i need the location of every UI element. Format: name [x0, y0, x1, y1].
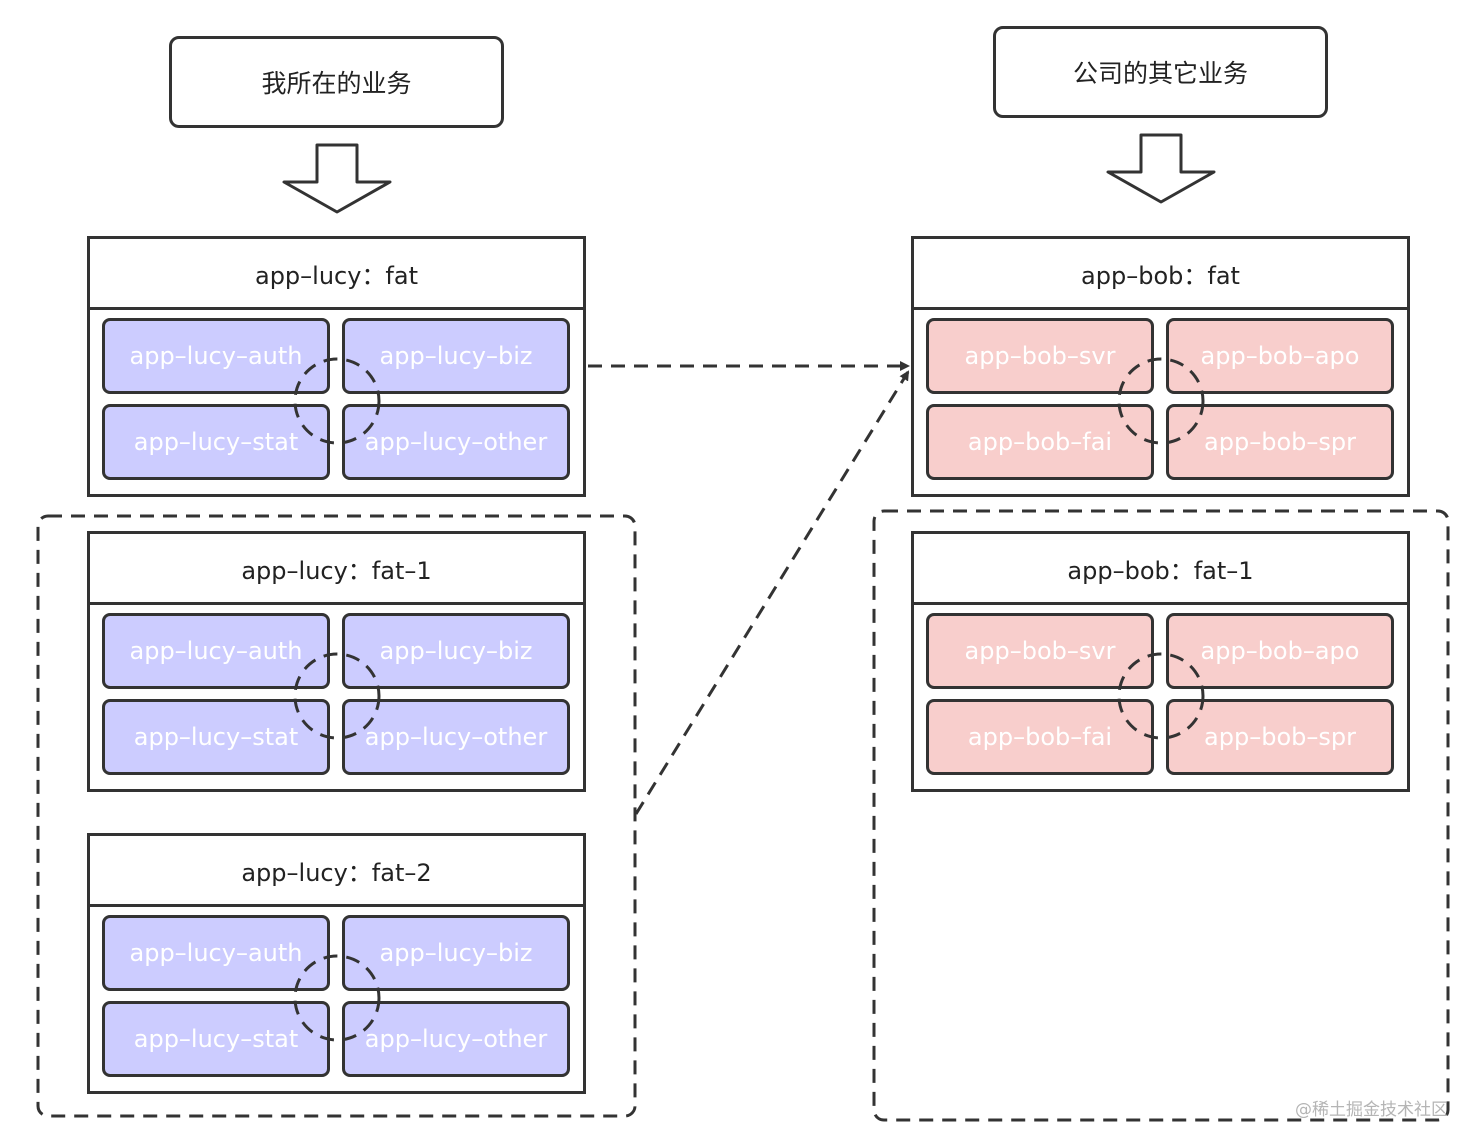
service-box: app–lucy–auth [102, 318, 330, 394]
watermark: @稀土掘金技术社区 [1295, 1100, 1448, 1120]
service-box: app–bob–fai [926, 404, 1154, 480]
env-title: app–bob：fat–1 [914, 534, 1407, 605]
env-title: app–lucy：fat–2 [90, 836, 583, 907]
left-header-label: 我所在的业务 [261, 69, 412, 98]
service-box: app–lucy–biz [342, 318, 570, 394]
service-box: app–bob–spr [1166, 404, 1394, 480]
left-header-box: 我所在的业务 [169, 36, 504, 128]
group-to-bob-fat-arrow [634, 370, 910, 815]
service-box: app–lucy–auth [102, 915, 330, 991]
env-box-bob-fat-1: app–bob：fat–1 app–bob–svr app–bob–apo ap… [911, 531, 1410, 792]
env-title: app–bob：fat [914, 239, 1407, 310]
env-title: app–lucy：fat [90, 239, 583, 310]
service-box: app–bob–fai [926, 699, 1154, 775]
env-title: app–lucy：fat–1 [90, 534, 583, 605]
service-box: app–bob–spr [1166, 699, 1394, 775]
service-box: app–lucy–auth [102, 613, 330, 689]
left-down-arrow [282, 143, 392, 214]
service-box: app–bob–apo [1166, 613, 1394, 689]
service-box: app–lucy–stat [102, 404, 330, 480]
service-box: app–lucy–stat [102, 699, 330, 775]
service-box: app–bob–svr [926, 613, 1154, 689]
right-header-label: 公司的其它业务 [1072, 59, 1248, 88]
service-box: app–lucy–biz [342, 915, 570, 991]
service-box: app–bob–svr [926, 318, 1154, 394]
service-box: app–bob–apo [1166, 318, 1394, 394]
service-box: app–lucy–other [342, 699, 570, 775]
right-dashed-group [872, 509, 1450, 1122]
service-box: app–lucy–other [342, 1001, 570, 1077]
env-box-lucy-fat: app–lucy：fat app–lucy–auth app–lucy–biz … [87, 236, 586, 497]
right-down-arrow [1106, 133, 1216, 204]
right-header-box: 公司的其它业务 [993, 26, 1328, 118]
service-box: app–lucy–stat [102, 1001, 330, 1077]
left-dashed-group [36, 514, 637, 1118]
service-box: app–lucy–other [342, 404, 570, 480]
service-box: app–lucy–biz [342, 613, 570, 689]
env-box-bob-fat: app–bob：fat app–bob–svr app–bob–apo app–… [911, 236, 1410, 497]
env-box-lucy-fat-2: app–lucy：fat–2 app–lucy–auth app–lucy–bi… [87, 833, 586, 1094]
env-box-lucy-fat-1: app–lucy：fat–1 app–lucy–auth app–lucy–bi… [87, 531, 586, 792]
